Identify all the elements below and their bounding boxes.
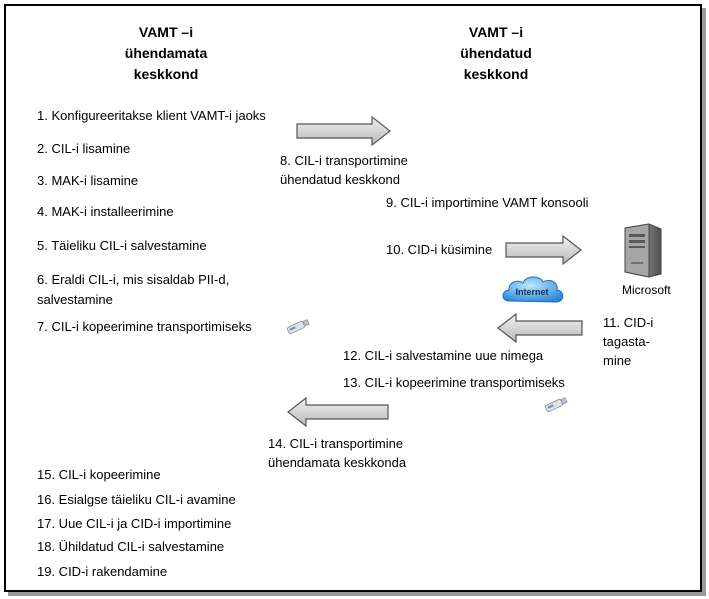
- usb-drive-icon: [287, 319, 310, 335]
- arrow-left-icon: [497, 313, 583, 343]
- header-disconnected-line-2: ühendamata: [124, 45, 208, 61]
- step-8-line-1: 8. CIL-i transportimine: [280, 153, 408, 168]
- header-connected-line-2: ühendatud: [460, 45, 532, 61]
- header-connected-line-1: VAMT –i: [468, 24, 524, 40]
- step-10: 10. CID-i küsimine: [386, 242, 493, 257]
- server-icon: [624, 223, 662, 278]
- arrow-right-icon: [505, 235, 582, 265]
- step-16: 16. Esialgse täieliku CIL-i avamine: [37, 492, 236, 507]
- step-3: 3. MAK-i lisamine: [37, 173, 139, 188]
- step-12: 12. CIL-i salvestamine uue nimega: [343, 348, 544, 363]
- step-18: 18. Ühildatud CIL-i salvestamine: [37, 539, 225, 554]
- header-connected: VAMT –i ühendatud keskkond: [426, 22, 566, 85]
- step-13: 13. CIL-i kopeerimine transportimiseks: [343, 375, 565, 390]
- step-6-line-1: 6. Eraldi CIL-i, mis sisaldab PII-d,: [37, 272, 230, 287]
- diagram-frame: [4, 4, 702, 592]
- step-14-line-2: ühendamata keskkonda: [268, 455, 407, 470]
- step-11-line-3: mine: [603, 353, 632, 368]
- step-7: 7. CIL-i kopeerimine transportimiseks: [37, 319, 252, 334]
- header-disconnected-line-3: keskkond: [133, 66, 199, 82]
- arrow-right-icon: [296, 116, 391, 146]
- step-9: 9. CIL-i importimine VAMT konsooli: [386, 195, 589, 210]
- arrow-left-icon: [287, 397, 389, 427]
- step-6-line-2: salvestamine: [37, 292, 113, 307]
- step-5: 5. Täieliku CIL-i salvestamine: [37, 238, 207, 253]
- header-disconnected: VAMT –i ühendamata keskkond: [96, 22, 236, 85]
- step-2: 2. CIL-i lisamine: [37, 141, 131, 156]
- header-disconnected-line-1: VAMT –i: [138, 24, 194, 40]
- server-label: Microsoft: [622, 283, 671, 297]
- step-1: 1. Konfigureeritakse klient VAMT-i jaoks: [37, 108, 266, 123]
- internet-label: Internet: [515, 287, 548, 297]
- header-connected-line-3: keskkond: [463, 66, 529, 82]
- step-14-line-1: 14. CIL-i transportimine: [268, 436, 404, 451]
- step-11-line-2: tagasta-: [603, 334, 650, 349]
- step-8-line-2: ühendatud keskkond: [280, 172, 400, 187]
- step-4: 4. MAK-i installeerimine: [37, 204, 174, 219]
- step-15: 15. CIL-i kopeerimine: [37, 467, 161, 482]
- step-19: 19. CID-i rakendamine: [37, 564, 168, 579]
- step-17: 17. Uue CIL-i ja CID-i importimine: [37, 516, 232, 531]
- internet-cloud-icon: Internet: [502, 276, 564, 303]
- step-11-line-1: 11. CID-i: [603, 315, 654, 330]
- usb-drive-icon: [545, 397, 568, 413]
